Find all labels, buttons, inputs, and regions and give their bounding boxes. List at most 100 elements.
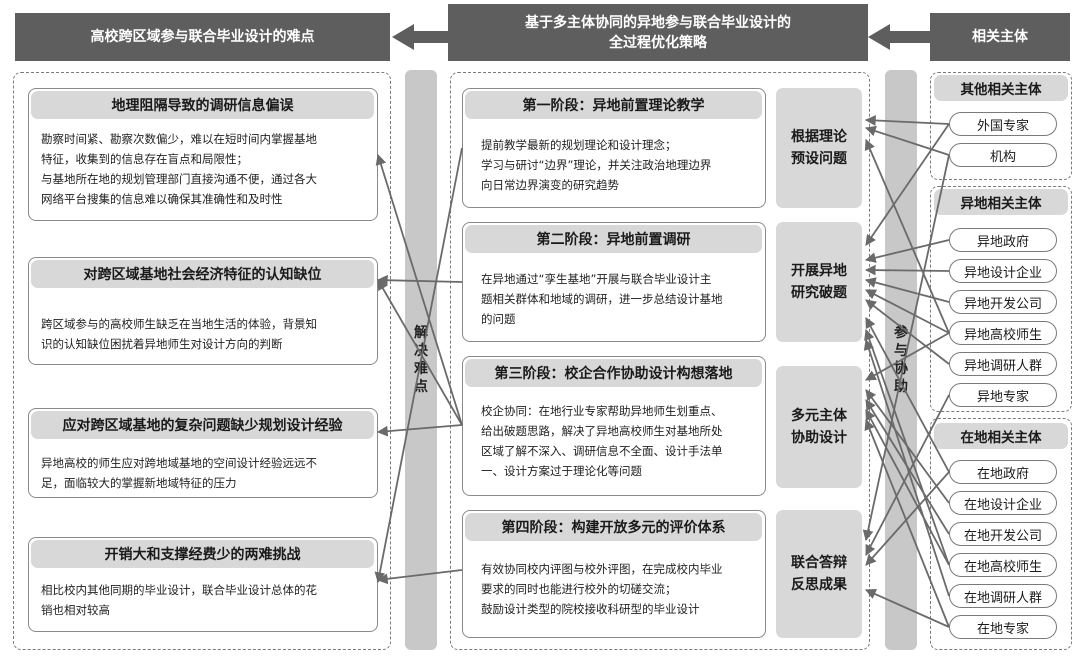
connector-line — [864, 264, 950, 276]
connector-line — [865, 332, 950, 381]
group-title-remote: 异地相关主体 — [934, 189, 1068, 215]
subjects-panel-remote — [930, 186, 1072, 412]
result-line: 反思成果 — [791, 577, 847, 593]
text-line: 特征，收集到的信息存在盲点和局限性； — [41, 152, 248, 166]
difficulty-card-1: 地理阻隔导致的调研信息偏误 勘察时间紧、勘察次数偏少，难以在短时间内掌握基地 特… — [28, 88, 378, 221]
stage-result-2: 开展异地 研究破题 — [776, 222, 862, 342]
subject-remote-survey-group: 异地调研人群 — [949, 352, 1057, 376]
text-line: 有效协同校内评图与校外评图，在完成校内毕业 — [481, 562, 723, 576]
header-strategy-line2: 全过程优化策略 — [609, 34, 707, 51]
connector-line — [865, 299, 950, 365]
stage-title: 第四阶段：构建开放多元的评价体系 — [465, 513, 762, 541]
bar-char: 难 — [414, 361, 428, 377]
connector-line — [376, 569, 463, 585]
subject-foreign-expert: 外国专家 — [949, 112, 1057, 136]
result-line: 研究破题 — [791, 285, 847, 301]
subjects-panel-other — [930, 72, 1072, 180]
text-line: 校企协同：在地行业专家帮助异地师生划重点、 — [481, 404, 723, 418]
connector-line — [865, 394, 950, 556]
stage-text: 在异地通过“孪生基地”开展与联合毕业设计主 题相关群体和地域的调研，进一步总结设… — [481, 269, 766, 329]
stage-title: 第三阶段：校企合作协助设计构想落地 — [465, 359, 762, 387]
header-arrow-right — [868, 24, 930, 50]
bar-char: 与 — [894, 343, 908, 359]
connector-line — [865, 123, 950, 246]
text-line: 要求的同时也能进行校外的切磋交流； — [481, 582, 677, 596]
subject-local-expert: 在地专家 — [949, 615, 1057, 639]
text-line: 足，面临较大的掌握新地域特征的压力 — [41, 476, 237, 490]
text-line: 与基地所在地的规划管理部门直接沟通不便，通过各大 — [41, 172, 317, 186]
subject-remote-university: 异地高校师生 — [949, 321, 1057, 345]
difficulty-title: 应对跨区域基地的复杂问题缺少规划设计经验 — [31, 411, 374, 439]
text-line: 区域了解不深入、调研信息不全面、设计手法单 — [481, 444, 723, 458]
difficulty-text: 异地高校的师生应对跨地域基地的空间设计经验远远不 足，面临较大的掌握新地域特征的… — [41, 453, 371, 493]
stage-text: 校企协同：在地行业专家帮助异地师生划重点、 给出破题思路，解决了异地高校师生对基… — [481, 401, 766, 481]
header-strategy-line1: 基于多主体协同的异地参与联合毕业设计的 — [525, 14, 791, 31]
subject-remote-gov: 异地政府 — [949, 228, 1057, 252]
bar-char: 解 — [414, 325, 428, 341]
difficulty-title: 地理阻隔导致的调研信息偏误 — [31, 91, 374, 119]
subject-local-gov: 在地政府 — [949, 460, 1057, 484]
difficulty-text: 跨区域参与的高校师生缺乏在当地生活的体验，背景知 识的认知缺位困扰着异地师生对设… — [41, 314, 371, 354]
result-line: 协助设计 — [791, 430, 847, 446]
stage-text: 有效协同校内评图与校外评图，在完成校内毕业 要求的同时也能进行校外的切磋交流； … — [481, 559, 766, 619]
bar-char: 点 — [414, 379, 428, 395]
header-subjects: 相关主体 — [930, 13, 1070, 61]
stage-text: 提前教学最新的规划理论和设计理念； 学习与研讨“边界”理论，并关注政治地理边界 … — [481, 135, 766, 195]
connector-line — [865, 317, 950, 473]
subject-remote-design-firm: 异地设计企业 — [949, 259, 1057, 283]
text-line: 的问题 — [481, 312, 516, 326]
result-line: 联合答辩 — [791, 555, 847, 571]
group-title-local: 在地相关主体 — [934, 423, 1068, 449]
stage-card-3: 第三阶段：校企合作协助设计构想落地 校企协同：在地行业专家帮助异地师生划重点、 … — [462, 356, 766, 496]
difficulty-card-2: 对跨区域基地社会经济特征的认知缺位 跨区域参与的高校师生缺乏在当地生活的体验，背… — [28, 257, 378, 365]
connector-line — [865, 289, 950, 334]
connector-line — [864, 418, 950, 628]
result-line: 根据理论 — [791, 129, 847, 145]
header-arrow-left — [392, 24, 448, 50]
difficulty-title: 开销大和支撑经费少的两难挑战 — [31, 540, 374, 568]
connector-line — [864, 125, 950, 156]
difficulties-panel — [13, 72, 391, 650]
connector-line — [864, 239, 950, 263]
difficulty-title: 对跨区域基地社会经济特征的认知缺位 — [31, 260, 374, 288]
text-line: 跨区域参与的高校师生缺乏在当地生活的体验，背景知 — [41, 317, 317, 331]
stage-card-1: 第一阶段：异地前置理论教学 提前教学最新的规划理论和设计理念； 学习与研讨“边界… — [462, 88, 766, 208]
subject-remote-expert: 异地专家 — [949, 383, 1057, 407]
text-line: 相比校内其他同期的毕业设计，联合毕业设计总体的花 — [41, 583, 317, 597]
group-title-other: 其他相关主体 — [934, 75, 1068, 101]
text-line: 提前教学最新的规划理论和设计理念； — [481, 138, 677, 152]
difficulty-card-3: 应对跨区域基地的复杂问题缺少规划设计经验 异地高校的师生应对跨地域基地的空间设计… — [28, 408, 378, 498]
subject-local-developer: 在地开发公司 — [949, 522, 1057, 546]
text-line: 向日常边界演变的研究趋势 — [481, 178, 619, 192]
stage-title: 第一阶段：异地前置理论教学 — [465, 91, 762, 119]
subject-local-university: 在地高校师生 — [949, 553, 1057, 577]
connector-line — [375, 153, 463, 426]
result-line: 多元主体 — [791, 408, 847, 424]
subjects-panel-local — [930, 418, 1072, 650]
strategy-panel — [450, 72, 870, 650]
difficulty-text: 相比校内其他同期的毕业设计，联合毕业设计总体的花 销也相对较高 — [41, 580, 371, 620]
subject-remote-developer: 异地开发公司 — [949, 290, 1057, 314]
text-line: 识的认知缺位困扰着异地师生对设计方向的判断 — [41, 337, 283, 351]
connector-line — [865, 589, 950, 628]
result-line: 开展异地 — [791, 263, 847, 279]
text-line: 题相关群体和地域的调研，进一步总结设计基地 — [481, 292, 723, 306]
connector-line — [377, 279, 463, 426]
connector-line — [865, 471, 950, 566]
text-line: 给出破题思路，解决了异地高校师生对基地所处 — [481, 424, 723, 438]
header-strategy: 基于多主体协同的异地参与联合毕业设计的 全过程优化策略 — [448, 4, 868, 61]
text-line: 异地高校的师生应对跨地域基地的空间设计经验远远不 — [41, 456, 317, 470]
subject-institution: 机构 — [949, 143, 1057, 167]
text-line: 鼓励设计类型的院校接收科研型的毕业设计 — [481, 602, 700, 616]
stage-result-4: 联合答辩 反思成果 — [776, 510, 862, 638]
text-line: 销也相对较高 — [41, 603, 110, 617]
difficulty-text: 勘察时间紧、勘察次数偏少，难以在短时间内掌握基地 特征，收集到的信息存在盲点和局… — [41, 129, 371, 209]
stage-result-3: 多元主体 协助设计 — [776, 366, 862, 488]
connector-line — [864, 115, 950, 126]
connector-line — [863, 338, 950, 597]
text-line: 在异地通过“孪生基地”开展与联合毕业设计主 — [481, 272, 712, 286]
connector-line — [376, 274, 463, 286]
result-line: 预设问题 — [791, 151, 847, 167]
connector-line — [862, 154, 950, 542]
connector-line — [864, 277, 950, 303]
